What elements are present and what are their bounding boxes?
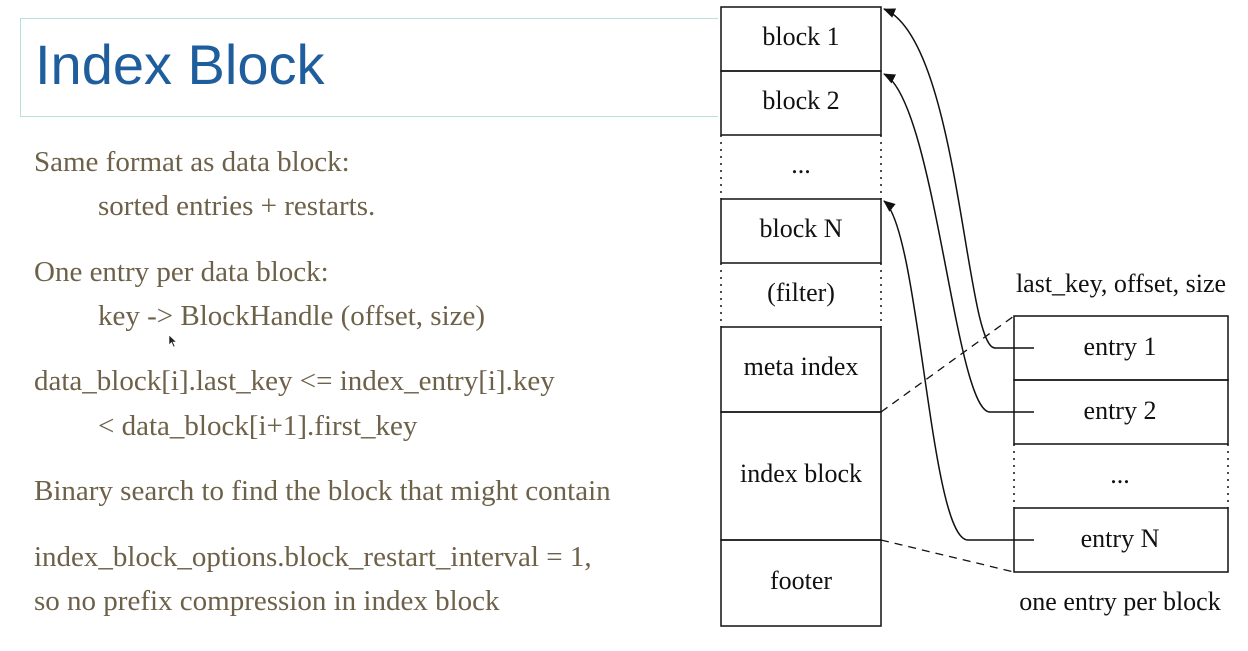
- text-line-5: data_block[i].last_key <= index_entry[i]…: [34, 365, 555, 397]
- entries-caption: one entry per block: [1019, 587, 1220, 616]
- footer-box: [720, 539, 882, 627]
- text-line-7: Binary search to find the block that mig…: [34, 475, 611, 507]
- index-block-label: index block: [740, 459, 862, 488]
- entries-ellipsis: ...: [1110, 460, 1130, 489]
- expansion-line-bottom: [880, 539, 1015, 573]
- file-layout: [720, 6, 882, 627]
- text-line-6: < data_block[i+1].first_key: [98, 410, 418, 442]
- slide-title: Index Block: [35, 33, 325, 96]
- entry-n-label: entry N: [1081, 524, 1160, 553]
- block-2-box: [720, 70, 882, 136]
- text-line-3: One entry per data block:: [34, 256, 329, 288]
- filter-label: (filter): [767, 278, 835, 307]
- text-line-2: sorted entries + restarts.: [98, 190, 376, 222]
- pointer-arrows: [883, 8, 1034, 541]
- entry-2-label: entry 2: [1084, 396, 1157, 425]
- block-n-box: [720, 198, 882, 264]
- entry-header-label: last_key, offset, size: [1016, 269, 1226, 298]
- text-line-4: key -> BlockHandle (offset, size): [98, 300, 486, 332]
- text-line-9: so no prefix compression in index block: [34, 585, 500, 617]
- expansion-line-top: [880, 315, 1015, 413]
- title-box: Index Block: [20, 18, 718, 117]
- mouse-cursor-icon: [168, 334, 178, 348]
- blocks-ellipsis: ...: [791, 150, 811, 179]
- arrow-entry-n-to-block-n: [883, 200, 1034, 541]
- entry-1-label: entry 1: [1084, 332, 1157, 361]
- text-line-1: Same format as data block:: [34, 146, 350, 178]
- meta-index-label: meta index: [744, 352, 859, 381]
- block-2-label: block 2: [762, 86, 839, 115]
- expansion-lines: [880, 315, 1015, 573]
- arrow-entry-2-to-block-2: [883, 73, 1034, 413]
- block-n-label: block N: [759, 214, 842, 243]
- text-line-8: index_block_options.block_restart_interv…: [34, 541, 592, 573]
- arrow-entry-1-to-block-1: [883, 8, 1034, 349]
- footer-label: footer: [770, 566, 832, 595]
- block-1-label: block 1: [762, 22, 839, 51]
